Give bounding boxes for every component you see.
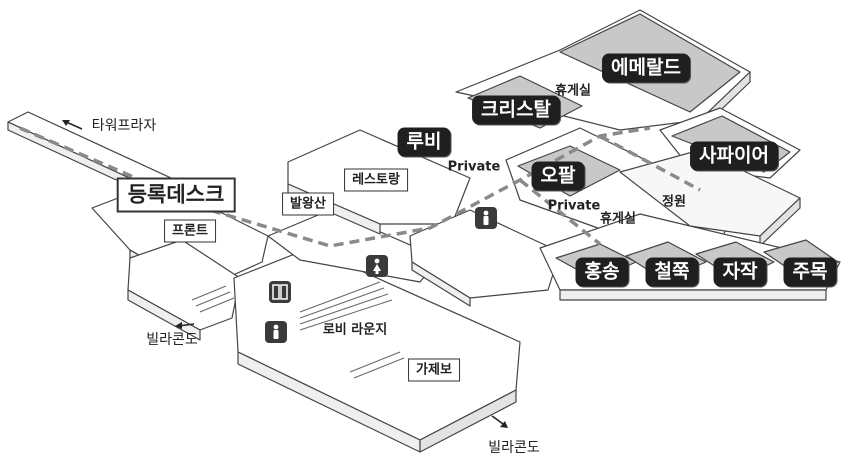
room-hongsong[interactable]: 홍송: [575, 257, 629, 287]
arrow-left-icon: [175, 322, 195, 329]
east-connector-side: [411, 261, 471, 307]
villa-condo-left-direction: 빌라콘도: [146, 332, 198, 348]
arrow-up-left-icon: [62, 120, 83, 130]
registration-desk-label: 등록데스크: [116, 177, 236, 213]
restroom-female-icon: [366, 255, 388, 277]
room-jumok[interactable]: 주목: [783, 257, 837, 287]
room-crystal[interactable]: 크리스탈: [472, 95, 560, 125]
private-label-2: Private: [547, 198, 601, 214]
front-label: 프론트: [164, 219, 216, 243]
lounge-label-2: 휴게실: [600, 211, 636, 227]
restaurant-label: 레스토랑: [344, 168, 408, 192]
restroom-male-icon: [475, 207, 497, 229]
room-ruby[interactable]: 루비: [397, 127, 451, 157]
room-emerald[interactable]: 에메랄드: [602, 53, 690, 83]
baekwangsan-label: 발왕산: [282, 192, 334, 216]
gajebo-label: 가제보: [408, 358, 460, 382]
lounge-label-1: 휴게실: [555, 83, 591, 99]
restroom-icon: [265, 321, 287, 343]
room-opal[interactable]: 오팔: [531, 161, 585, 191]
private-label-1: Private: [447, 159, 501, 175]
room-cheoljjuk[interactable]: 철쭉: [645, 257, 699, 287]
arrow-down-right-icon: [491, 415, 508, 428]
villa-condo-bottom-direction: 빌라콘도: [488, 440, 540, 456]
room-jajak[interactable]: 자작: [713, 257, 767, 287]
garden-label: 정원: [662, 194, 686, 210]
lobby-lounge-label: 로비 라운지: [322, 322, 388, 338]
elevator-icon: [269, 281, 291, 303]
tower-plaza-direction: 타워프라자: [91, 118, 157, 134]
lobby-block-side-right: [419, 389, 517, 453]
south-row-side: [559, 289, 827, 301]
room-sapphire[interactable]: 사파이어: [690, 141, 778, 171]
